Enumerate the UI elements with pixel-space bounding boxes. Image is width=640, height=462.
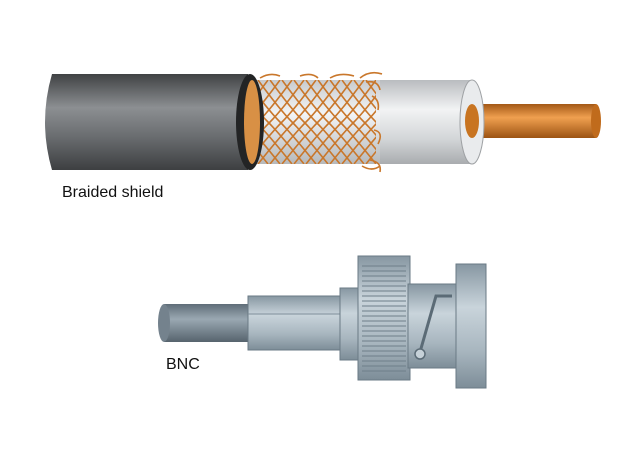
braided-shield-label: Braided shield (62, 184, 164, 201)
dielectric-insulator (380, 79, 485, 165)
braid-strand (317, 94, 376, 164)
braid-strand (293, 80, 365, 164)
braid-strand (246, 80, 281, 124)
braid-strand (257, 80, 329, 164)
braid-strand (246, 94, 305, 164)
braid-strand (293, 80, 365, 164)
bnc-label: BNC (166, 356, 200, 373)
braid-strand (353, 80, 376, 110)
crimp-sleeve (247, 295, 345, 351)
knurled-nut (357, 255, 411, 381)
bnc-cable (158, 304, 256, 342)
braid-strand (329, 80, 376, 137)
braid-strand (257, 80, 329, 164)
front-flange (455, 263, 487, 389)
braid-strand (269, 80, 341, 164)
braid-strand (305, 80, 376, 164)
braid-strand (281, 80, 353, 164)
bnc-connector (158, 255, 487, 389)
bayonet-body (407, 283, 461, 369)
braid-strand (281, 80, 353, 164)
braid-strand (329, 109, 376, 164)
outer-jacket (45, 74, 264, 170)
coax-cable (45, 71, 601, 173)
braid-strand (269, 80, 341, 164)
braid-strand (341, 122, 376, 164)
braid-strand (305, 80, 376, 164)
braid-strand (341, 80, 376, 124)
braid-strand (317, 80, 376, 151)
braid-strand (246, 122, 281, 164)
braid-strand (353, 136, 376, 164)
